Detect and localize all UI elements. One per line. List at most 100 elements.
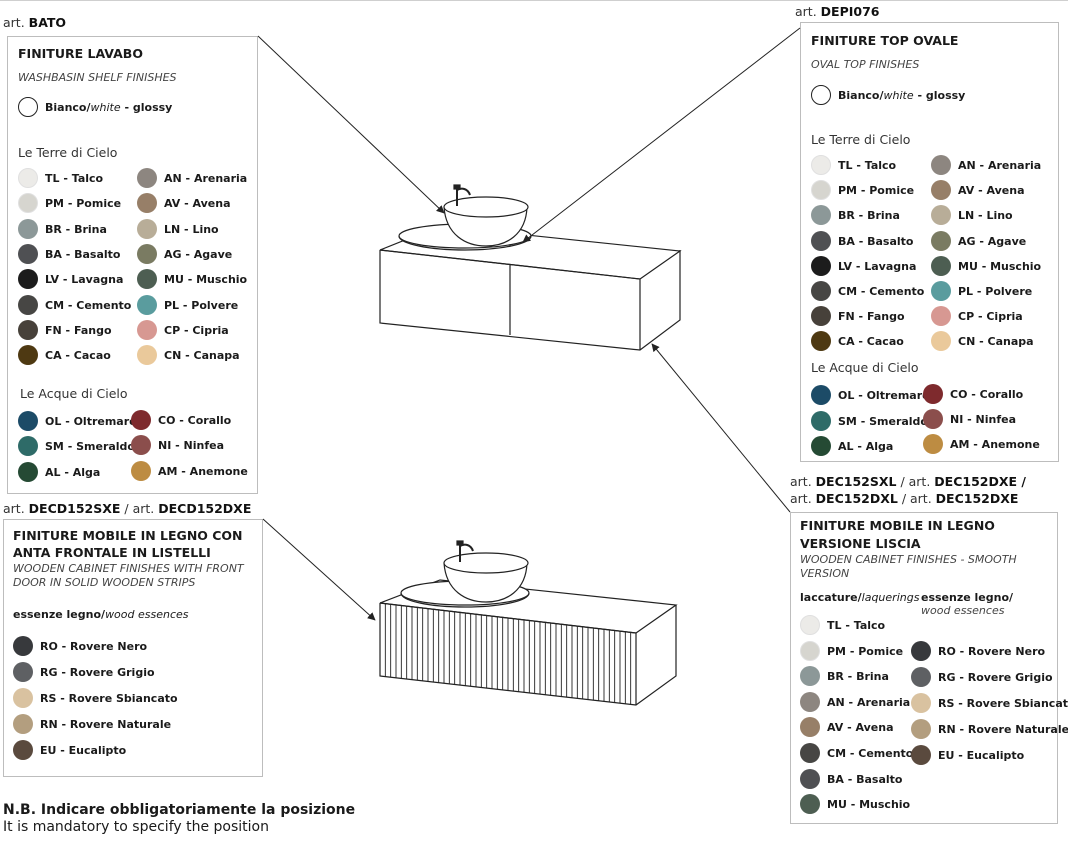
white-finish-label: Bianco/white - glossy bbox=[45, 101, 173, 114]
swatch-br bbox=[811, 205, 831, 226]
swatch-ol bbox=[18, 411, 38, 431]
finish-label: RO - Rovere Nero bbox=[40, 640, 148, 653]
swatch-ni bbox=[923, 409, 943, 429]
swatch-an bbox=[931, 155, 951, 175]
panel-subtitle: DOOR IN SOLID WOODEN STRIPS bbox=[13, 576, 196, 589]
panel-subtitle: WASHBASIN SHELF FINISHES bbox=[18, 71, 177, 84]
finish-label: CM - Cemento bbox=[827, 747, 914, 760]
swatch-tl bbox=[18, 168, 38, 188]
finish-label: PM - Pomice bbox=[827, 644, 904, 658]
arrow-dec152 bbox=[651, 343, 791, 513]
panel-title: FINITURE MOBILE IN LEGNO bbox=[800, 518, 995, 533]
swatch-rn bbox=[911, 719, 931, 739]
cabinet-smooth-drawing bbox=[379, 184, 682, 351]
finish-panel-strip-cabinet: FINITURE MOBILE IN LEGNO CON ANTA FRONTA… bbox=[3, 519, 263, 777]
art-label-dec152-line1: art. DEC152SXL / art. DEC152DXE / bbox=[790, 474, 1026, 489]
finish-label: CM - Cemento bbox=[838, 285, 925, 298]
finish-label: CM - Cemento bbox=[45, 298, 132, 312]
swatch-ni bbox=[131, 435, 151, 456]
swatch-pl bbox=[137, 294, 157, 315]
finish-label: PL - Polvere bbox=[958, 285, 1033, 298]
art-label-decd152: art. DECD152SXE / art. DECD152DXE bbox=[3, 501, 251, 516]
swatch-ca bbox=[811, 331, 831, 352]
art-separator: / art. bbox=[897, 491, 932, 506]
top-rule bbox=[0, 0, 1068, 1]
swatch-al bbox=[18, 461, 38, 482]
essences-it: essenze legno/ bbox=[13, 608, 106, 621]
swatch-eu bbox=[911, 745, 931, 765]
essences-heading: essenze legno/wood essences bbox=[13, 608, 189, 622]
finish-label: AN - Arenaria bbox=[164, 172, 248, 185]
note-english: It is mandatory to specify the position bbox=[3, 819, 269, 835]
swatch-ro bbox=[13, 636, 33, 656]
swatch-ag bbox=[137, 243, 157, 264]
swatch-eu bbox=[13, 740, 33, 760]
swatch-pm bbox=[811, 180, 831, 201]
finish-label: CP - Cipria bbox=[958, 310, 1023, 324]
finish-label: BA - Basalto bbox=[45, 247, 121, 261]
finish-label: OL - Oltremare bbox=[45, 415, 137, 428]
finish-label: AL - Alga bbox=[45, 465, 101, 479]
panel-subtitle: WOODEN CABINET FINISHES WITH FRONT bbox=[13, 562, 244, 575]
finish-label: TL - Talco bbox=[45, 172, 104, 185]
laquerings-it: laccature/ bbox=[800, 591, 862, 604]
finish-label: PM - Pomice bbox=[45, 197, 122, 211]
swatch-cn bbox=[137, 345, 157, 366]
cabinet-strips-drawing bbox=[379, 540, 678, 706]
swatch-tl bbox=[800, 615, 820, 635]
panel-subtitle: OVAL TOP FINISHES bbox=[811, 58, 920, 71]
swatch-ln bbox=[931, 205, 951, 226]
finish-label: AN - Arenaria bbox=[958, 159, 1042, 172]
finish-label: LV - Lavagna bbox=[838, 259, 917, 273]
finish-label: RS - Rovere Sbiancato bbox=[938, 697, 1068, 710]
swatch-rs bbox=[13, 688, 33, 708]
panel-title: FINITURE TOP OVALE bbox=[811, 33, 959, 48]
group-acque-di-cielo: Le Acque di Cielo bbox=[20, 386, 128, 401]
swatch-ag bbox=[931, 230, 951, 251]
finish-label: EU - Eucalipto bbox=[938, 749, 1025, 762]
essences-it: essenze legno/ bbox=[921, 591, 1014, 604]
art-prefix: art. bbox=[3, 15, 25, 30]
swatch-lv bbox=[811, 255, 831, 276]
panel-title: ANTA FRONTALE IN LISTELLI bbox=[13, 545, 211, 560]
swatch-rg bbox=[13, 662, 33, 682]
group-terre-di-cielo: Le Terre di Cielo bbox=[18, 145, 118, 160]
art-prefix: art. bbox=[3, 501, 25, 516]
art-label-depi076: art. DEPI076 bbox=[795, 4, 880, 19]
swatch-cm bbox=[18, 294, 38, 315]
finish-label: CA - Cacao bbox=[45, 349, 111, 363]
finish-label: AG - Agave bbox=[958, 234, 1027, 248]
swatch-cm bbox=[800, 743, 820, 763]
swatch-white bbox=[811, 85, 831, 105]
swatch-rg bbox=[911, 667, 931, 687]
finish-label: MU - Muschio bbox=[164, 273, 248, 287]
finish-label: PM - Pomice bbox=[838, 184, 915, 198]
essences-heading: essenze legno/ bbox=[921, 591, 1013, 605]
art-code: BATO bbox=[28, 15, 67, 30]
panel-title: VERSIONE LISCIA bbox=[800, 536, 921, 551]
swatch-pl bbox=[931, 281, 951, 301]
arrow-decd152 bbox=[262, 518, 376, 621]
swatch-ln bbox=[137, 218, 157, 239]
white-suffix: - glossy bbox=[913, 89, 966, 102]
swatch-ol bbox=[811, 385, 831, 405]
finish-label: RG - Rovere Grigio bbox=[40, 666, 155, 679]
panel-subtitle: VERSION bbox=[800, 567, 850, 580]
finish-label: TL - Talco bbox=[838, 159, 897, 172]
finish-label: CA - Cacao bbox=[838, 335, 904, 349]
swatch-white bbox=[18, 97, 38, 117]
finish-label: CN - Canapa bbox=[164, 349, 240, 363]
swatch-br bbox=[18, 218, 38, 239]
finish-label: AM - Anemone bbox=[950, 438, 1040, 451]
finish-label: RN - Rovere Naturale bbox=[938, 723, 1068, 736]
white-name: Bianco bbox=[838, 89, 880, 102]
finish-label: LN - Lino bbox=[958, 209, 1013, 223]
laquerings-en: laquerings bbox=[861, 591, 920, 604]
finish-label: OL - Oltremare bbox=[838, 389, 930, 402]
finish-label: FN - Fango bbox=[45, 323, 112, 337]
swatch-av bbox=[800, 717, 820, 738]
finish-label: AG - Agave bbox=[164, 247, 233, 261]
finish-label: AV - Avena bbox=[958, 184, 1025, 198]
finish-label: AV - Avena bbox=[164, 197, 231, 211]
